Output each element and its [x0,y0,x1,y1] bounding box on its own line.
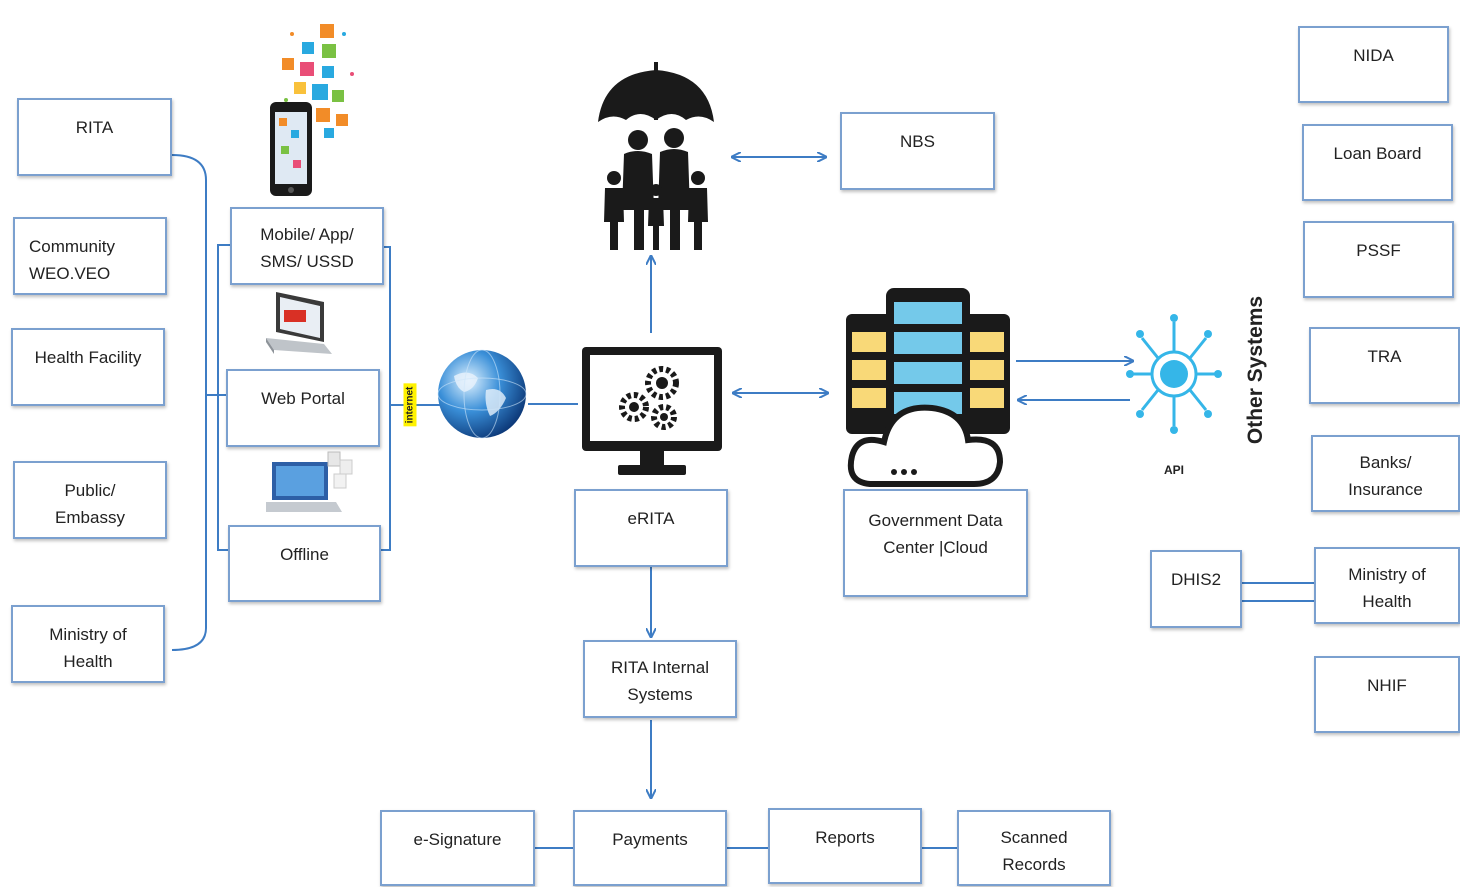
tra-box: TRA [1309,327,1460,404]
rita-box: RITA [17,98,172,176]
erita-label: eRITA [627,509,675,528]
api-icon [1126,314,1222,434]
public-embassy-box: Public/ Embassy [13,461,167,539]
app-tiles-icon [282,24,354,138]
ministry-of-health-right-label: Ministry of Health [1348,565,1426,611]
mobile-channel-box: Mobile/ App/ SMS/ USSD [230,207,384,285]
offline-laptop-icon [266,451,353,512]
e-signature-label: e-Signature [413,830,502,849]
community-label: Community WEO.VEO [29,237,115,283]
server-cloud-icon [846,288,1010,487]
nida-box: NIDA [1298,26,1449,103]
banks-insurance-label: Banks/ Insurance [1348,453,1423,499]
offline-box: Offline [228,525,381,602]
loan-board-label: Loan Board [1333,144,1422,163]
other-systems-label: Other Systems [1244,295,1267,445]
tra-label: TRA [1367,347,1402,366]
family-umbrella-icon [598,62,714,250]
ministry-of-health-right-box: Ministry of Health [1314,547,1460,624]
api-label: API [1163,463,1185,477]
scanned-records-box: Scanned Records [957,810,1111,886]
web-portal-box: Web Portal [226,369,380,447]
monitor-gears-icon [582,347,722,475]
nbs-box: NBS [840,112,995,190]
pssf-box: PSSF [1303,221,1454,298]
dhis2-box: DHIS2 [1150,550,1242,628]
reports-label: Reports [815,828,875,847]
ministry-of-health-left-box: Ministry of Health [11,605,165,683]
gov-data-center-label: Government Data Center |Cloud [868,511,1003,557]
rita-label: RITA [75,118,114,137]
payments-box: Payments [573,810,727,886]
pssf-label: PSSF [1356,241,1401,260]
mobile-channel-label: Mobile/ App/ SMS/ USSD [260,225,354,271]
offline-label: Offline [280,545,329,564]
sources-bracket [171,154,207,651]
payments-label: Payments [612,830,688,849]
reports-box: Reports [768,808,922,884]
public-embassy-label: Public/ Embassy [55,481,125,527]
community-box: Community WEO.VEO [13,217,167,295]
globe-icon [437,349,527,439]
banks-insurance-box: Banks/ Insurance [1311,435,1460,512]
mobile-phone-icon [270,102,312,196]
rita-internal-systems-label: RITA Internal Systems [611,658,709,704]
rita-internal-systems-box: RITA Internal Systems [583,640,737,718]
dhis2-label: DHIS2 [1170,570,1222,589]
nhif-box: NHIF [1314,656,1460,733]
nbs-label: NBS [900,132,935,151]
health-facility-label: Health Facility [34,348,142,367]
channels-bracket-right [381,246,391,551]
web-portal-label: Web Portal [261,389,345,408]
loan-board-box: Loan Board [1302,124,1453,201]
laptop-web-icon [266,292,332,354]
e-signature-box: e-Signature [380,810,535,886]
scanned-records-label: Scanned Records [1000,828,1068,874]
gov-data-center-box: Government Data Center |Cloud [843,489,1028,597]
nhif-label: NHIF [1367,676,1407,695]
health-facility-box: Health Facility [11,328,165,406]
ministry-of-health-left-label: Ministry of Health [49,625,127,671]
nida-label: NIDA [1353,46,1394,65]
erita-box: eRITA [574,489,728,567]
internet-label: internet [403,383,417,427]
